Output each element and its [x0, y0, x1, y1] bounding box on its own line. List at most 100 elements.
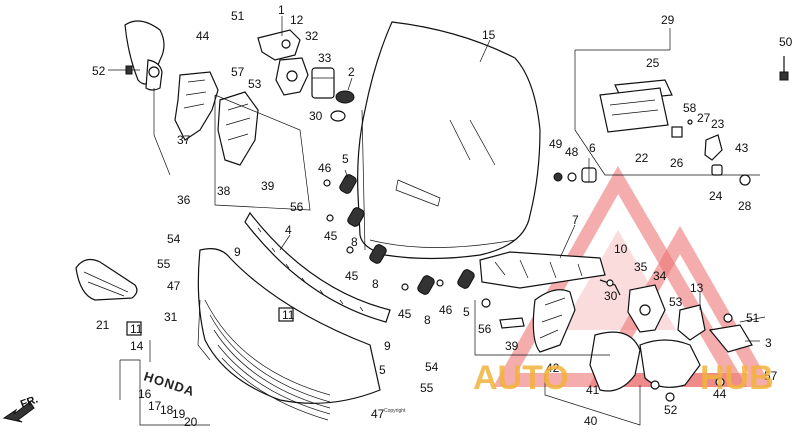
label-41: 41: [586, 383, 600, 397]
side-lens: [75, 258, 138, 301]
label-54a: 54: [167, 232, 181, 246]
label-53: 53: [248, 77, 262, 91]
label-30: 30: [309, 109, 323, 123]
label-50: 50: [779, 35, 793, 49]
bracket-32: [275, 57, 309, 96]
label-51b: 51: [746, 311, 760, 325]
bracket-12: [257, 29, 301, 61]
label-2: 2: [348, 65, 355, 79]
mounting-bracket-37: [174, 71, 219, 141]
label-40: 40: [584, 414, 598, 428]
label-16: 16: [138, 387, 152, 401]
label-57: 57: [231, 65, 245, 79]
label-42: 42: [546, 361, 560, 375]
mirror-assembly: [108, 20, 171, 176]
label-21: 21: [96, 318, 110, 332]
label-10: 10: [614, 242, 628, 256]
label-9b: 9: [384, 339, 391, 353]
label-25: 25: [646, 56, 660, 70]
label-39b: 39: [505, 339, 519, 353]
label-36: 36: [177, 193, 191, 207]
label-44b: 44: [713, 387, 727, 401]
watermark-text-left: AUTO: [473, 359, 569, 397]
watermark-text: AUTO HUB: [473, 359, 774, 397]
label-4: 4: [285, 223, 292, 237]
label-56a: 56: [290, 200, 304, 214]
reflector-assembly: [574, 49, 789, 186]
screws-48-49-6: [553, 158, 597, 183]
grommet-column: [323, 174, 475, 295]
watermark-text-right: HUB: [700, 359, 774, 397]
label-26: 26: [670, 156, 684, 170]
label-45b: 45: [345, 269, 359, 283]
label-20: 20: [184, 415, 198, 429]
label-32: 32: [305, 29, 319, 43]
label-5c: 5: [379, 363, 386, 377]
label-8b: 8: [372, 277, 379, 291]
bracket-33: [311, 67, 335, 99]
label-46a: 46: [318, 161, 332, 175]
label-34: 34: [653, 269, 667, 283]
label-24: 24: [709, 189, 723, 203]
label-46b: 46: [439, 303, 453, 317]
label-52b: 52: [664, 403, 678, 417]
copyright-note: Copyright: [384, 408, 406, 414]
label-56b: 56: [478, 322, 492, 336]
label-38: 38: [217, 184, 231, 198]
label-8c: 8: [424, 313, 431, 327]
lower-right-assembly: [474, 251, 753, 426]
label-31: 31: [164, 310, 178, 324]
trim-strip: [244, 211, 391, 323]
label-1: 1: [278, 3, 285, 17]
label-11b: 11: [130, 322, 143, 336]
label-58: 58: [683, 101, 697, 115]
label-27: 27: [697, 111, 711, 125]
lower-cowl: [197, 248, 381, 421]
label-18: 18: [160, 403, 174, 417]
label-39a: 39: [261, 179, 275, 193]
label-54b: 54: [425, 360, 439, 374]
label-6: 6: [589, 141, 596, 155]
label-48: 48: [565, 145, 579, 159]
label-53b: 53: [669, 295, 683, 309]
label-11a: 11: [282, 308, 295, 322]
label-13: 13: [690, 281, 704, 295]
windscreen: [357, 21, 541, 260]
label-9a: 9: [234, 245, 241, 259]
label-30b: 30: [604, 289, 618, 303]
label-5b: 5: [463, 305, 470, 319]
label-12: 12: [290, 13, 304, 27]
label-19: 19: [172, 407, 186, 421]
label-7: 7: [572, 213, 579, 227]
label-22: 22: [635, 151, 649, 165]
label-28: 28: [738, 199, 752, 213]
label-29: 29: [661, 13, 675, 27]
mounting-bracket-38: [214, 91, 311, 211]
label-35: 35: [634, 260, 648, 274]
direction-marker-text: FR.: [19, 393, 40, 410]
label-23: 23: [711, 117, 725, 131]
label-14: 14: [130, 339, 144, 353]
label-45c: 45: [398, 307, 412, 321]
label-33: 33: [318, 51, 332, 65]
label-49: 49: [549, 137, 563, 151]
label-8a: 8: [351, 235, 358, 249]
label-55b: 55: [420, 381, 434, 395]
label-52: 52: [92, 64, 106, 78]
part-labels: 1 12 51 44 32 57 53 33 52 2 30 15 29 50 …: [92, 3, 793, 429]
label-57b: 57: [764, 369, 778, 383]
label-3: 3: [765, 336, 772, 350]
label-37: 37: [177, 133, 191, 147]
label-44: 44: [196, 29, 210, 43]
front-direction-arrow: FR.: [2, 393, 40, 423]
label-47b: 47: [371, 407, 385, 421]
grommet-2: [330, 90, 355, 122]
label-5a: 5: [342, 152, 349, 166]
label-45a: 45: [324, 229, 338, 243]
label-55a: 55: [157, 257, 171, 271]
label-51: 51: [231, 9, 245, 23]
label-15: 15: [482, 28, 496, 42]
leader-lines: [149, 16, 766, 362]
label-43: 43: [735, 141, 749, 155]
